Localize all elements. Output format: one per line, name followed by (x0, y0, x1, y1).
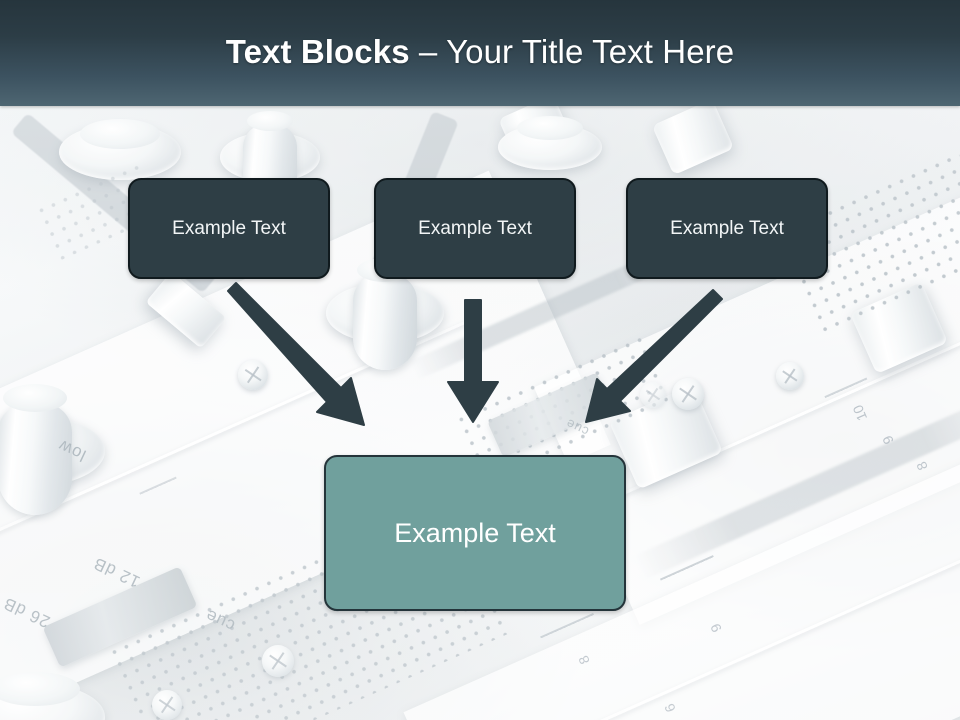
mixer-knob (0, 655, 110, 720)
title-banner: Text Blocks – Your Title Text Here (0, 0, 960, 106)
page-title-dash: – (409, 32, 447, 70)
page-title-regular: Your Title Text Here (446, 32, 735, 70)
screw (152, 690, 182, 720)
text-block-3-label: Example Text (670, 217, 784, 239)
text-block-2-label: Example Text (418, 217, 532, 239)
mixer-knob (0, 368, 110, 528)
text-block-1[interactable]: Example Text (128, 178, 330, 279)
screw (262, 645, 294, 677)
text-block-2[interactable]: Example Text (374, 178, 576, 279)
page-title: Text Blocks – Your Title Text Here (226, 35, 734, 72)
screw (776, 362, 804, 390)
text-block-3[interactable]: Example Text (626, 178, 828, 279)
page-title-bold: Text Blocks (225, 32, 410, 70)
result-text-block[interactable]: Example Text (324, 455, 626, 611)
text-block-1-label: Example Text (172, 217, 286, 239)
mixer-knob (495, 105, 605, 185)
result-text-block-label: Example Text (394, 517, 556, 548)
mixer-knob (55, 105, 185, 195)
